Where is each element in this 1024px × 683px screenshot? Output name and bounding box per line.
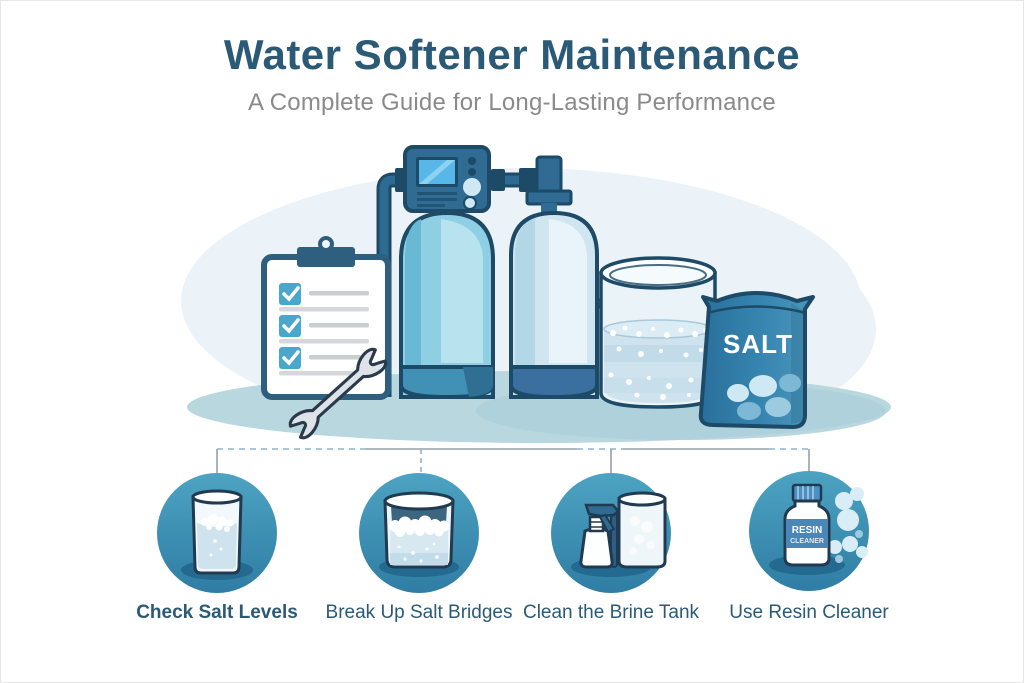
resin-label-line2: CLEANER — [790, 538, 824, 545]
tank-valve — [535, 155, 563, 197]
spray-nozzle — [584, 503, 620, 518]
control-button — [468, 168, 476, 176]
check-icon — [282, 350, 300, 366]
pipe-joint — [491, 169, 505, 191]
softener-tank-with-control-head — [399, 145, 495, 400]
step-label-check-salt-levels: Check Salt Levels — [136, 602, 298, 623]
bottle-cap — [791, 483, 823, 503]
resin-label-line1: RESIN — [792, 525, 823, 536]
brine-tank — [599, 256, 717, 409]
step-circle-check-salt-levels — [157, 473, 277, 593]
pipe-joint — [519, 168, 539, 192]
spray-bottle — [579, 503, 620, 569]
clipboard-clip — [297, 247, 355, 267]
salt-bag: SALT — [698, 291, 815, 429]
check-icon — [282, 286, 300, 302]
check-icon — [282, 318, 300, 334]
control-button — [468, 157, 476, 165]
control-head — [403, 145, 491, 213]
control-dial — [463, 178, 481, 196]
salt-level-glass-icon — [191, 489, 243, 575]
clipboard-checklist — [261, 236, 391, 400]
step-circle-break-up-salt-bridges — [359, 473, 479, 593]
tank-base — [509, 365, 599, 400]
connector-lines — [216, 448, 810, 473]
resin-cleaner-bottle-icon: RESIN CLEANER — [783, 483, 868, 567]
step-circle-use-resin-cleaner: RESIN CLEANER — [749, 471, 869, 591]
spray-trigger — [598, 513, 616, 534]
salt-pellets — [608, 325, 709, 400]
step-label-break-up-salt-bridges: Break Up Salt Bridges — [325, 602, 513, 623]
bottle-label — [786, 519, 828, 548]
salt-bag-pellets — [727, 374, 801, 420]
resin-beads — [820, 487, 868, 563]
control-button — [463, 196, 477, 210]
salt-bridge-crust — [389, 515, 450, 563]
step-label-use-resin-cleaner: Use Resin Cleaner — [729, 602, 889, 623]
salt-bag-label: SALT — [723, 329, 793, 359]
spray-bottle-and-tank-icon — [579, 491, 667, 569]
secondary-resin-tank — [509, 155, 599, 400]
checklist-rows — [279, 283, 369, 376]
wrench-icon — [288, 347, 388, 440]
page-title: Water Softener Maintenance — [223, 31, 801, 78]
salt-bridge-tank-icon — [383, 491, 455, 569]
step-circle-clean-the-brine-tank — [551, 473, 671, 593]
step-label-clean-the-brine-tank: Clean the Brine Tank — [522, 602, 700, 623]
page-subtitle: A Complete Guide for Long-Lasting Perfor… — [248, 89, 776, 116]
